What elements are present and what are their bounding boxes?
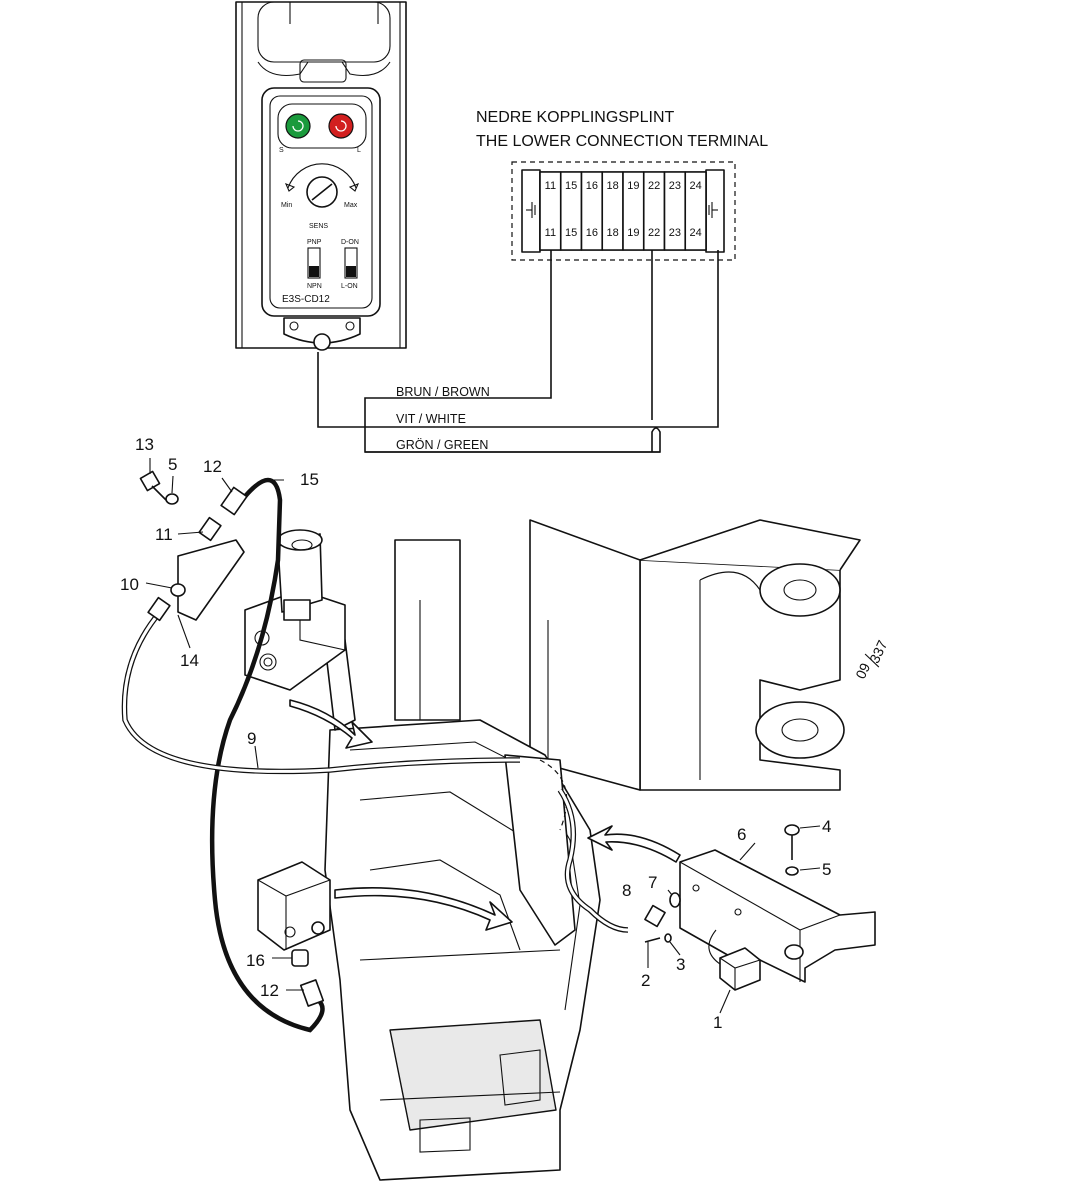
reference-code: 09 337: [852, 638, 890, 682]
reference-code-top: 09: [852, 660, 873, 681]
mode-switch-don-lon: [344, 247, 358, 279]
led-indicator-red: [328, 113, 354, 139]
callout-15: 15: [300, 470, 319, 489]
callout-8: 8: [622, 881, 631, 900]
terminal-number-bottom: 15: [565, 227, 577, 239]
small-parts: [644, 892, 681, 943]
terminal-number-top: 19: [627, 180, 639, 192]
bolt-13: [139, 470, 167, 501]
mast-frame: [289, 519, 861, 1181]
terminal-number-bottom: 18: [607, 227, 619, 239]
reference-code-bottom: 337: [866, 638, 890, 666]
callout-5-lower: 5: [822, 860, 831, 879]
callout-12-lower: 12: [260, 981, 279, 1000]
sensitivity-dial: [284, 163, 360, 208]
connection-terminal-block: 11 11 15 15 16 16 18 18 19 19 22 22 23 23 24 24: [511, 161, 736, 261]
callout-14: 14: [180, 651, 199, 670]
label-max: Max: [344, 202, 358, 209]
label-lon: L-ON: [341, 283, 358, 290]
callout-10: 10: [120, 575, 139, 594]
led-indicator-green: [285, 113, 311, 139]
terminal-number-top: 22: [648, 180, 660, 192]
terminal-number-bottom: 11: [545, 227, 556, 239]
sensor-component-1: [708, 929, 761, 991]
callout-9: 9: [247, 729, 256, 748]
terminal-number-bottom: 16: [586, 227, 598, 239]
callout-6: 6: [737, 825, 746, 844]
label-npn: NPN: [307, 283, 322, 290]
callout-1: 1: [713, 1013, 722, 1032]
callouts: 13 5 12 15 11 10 14 9 16 12 6 4 5 8 7 2 …: [120, 435, 831, 1032]
label-sens: SENS: [309, 223, 328, 230]
callout-12: 12: [203, 457, 222, 476]
wire-label-green: GRÖN / GREEN: [396, 438, 488, 452]
terminal-number-bottom: 24: [690, 227, 702, 239]
callout-16: 16: [246, 951, 265, 970]
junction-box: [257, 861, 331, 951]
callout-2: 2: [641, 971, 650, 990]
label-min: Min: [281, 202, 292, 209]
terminal-number-top: 15: [565, 180, 577, 192]
terminal-cell: [684, 171, 707, 251]
leader-lines: [145, 458, 821, 1014]
terminal-number-top: 16: [586, 180, 598, 192]
screw-4: [784, 824, 800, 860]
valve-assembly: [177, 529, 346, 691]
terminal-number-bottom: 22: [648, 227, 660, 239]
terminal-number-top: 18: [607, 180, 619, 192]
label-don: D-ON: [341, 239, 359, 246]
terminal-number-top: 11: [545, 180, 556, 192]
wiring: [317, 250, 719, 453]
ground-icon: [708, 202, 718, 218]
terminal-title-sv: NEDRE KOPPLINGSPLINT: [476, 109, 675, 126]
label-pnp: PNP: [307, 239, 322, 246]
terminal-number-top: 24: [690, 180, 702, 192]
callout-5: 5: [168, 455, 177, 474]
callout-11: 11: [155, 525, 173, 544]
sensor-model: E3S-CD12: [282, 294, 330, 305]
terminal-number-bottom: 23: [669, 227, 681, 239]
callout-3: 3: [676, 955, 685, 974]
photoelectric-sensor: S L Min Max SENS PNP D-ON NPN L-ON E3S-C…: [235, 1, 407, 351]
terminal-number-bottom: 19: [627, 227, 639, 239]
mounting-bracket: [679, 849, 876, 983]
callout-4: 4: [822, 817, 831, 836]
label-s: S: [279, 147, 284, 154]
terminal-number-top: 23: [669, 180, 681, 192]
mode-switch-pnp-npn: [307, 247, 321, 279]
label-l: L: [357, 147, 361, 154]
wire-label-brown: BRUN / BROWN: [396, 385, 490, 399]
wire-label-white: VIT / WHITE: [396, 412, 466, 426]
callout-7: 7: [648, 873, 657, 892]
callout-13: 13: [135, 435, 154, 454]
fittings: [139, 470, 325, 1007]
hoses: [121, 477, 629, 1033]
ground-icon: [526, 202, 536, 218]
terminal-title-en: THE LOWER CONNECTION TERMINAL: [476, 133, 768, 150]
washer-5: [785, 866, 799, 876]
